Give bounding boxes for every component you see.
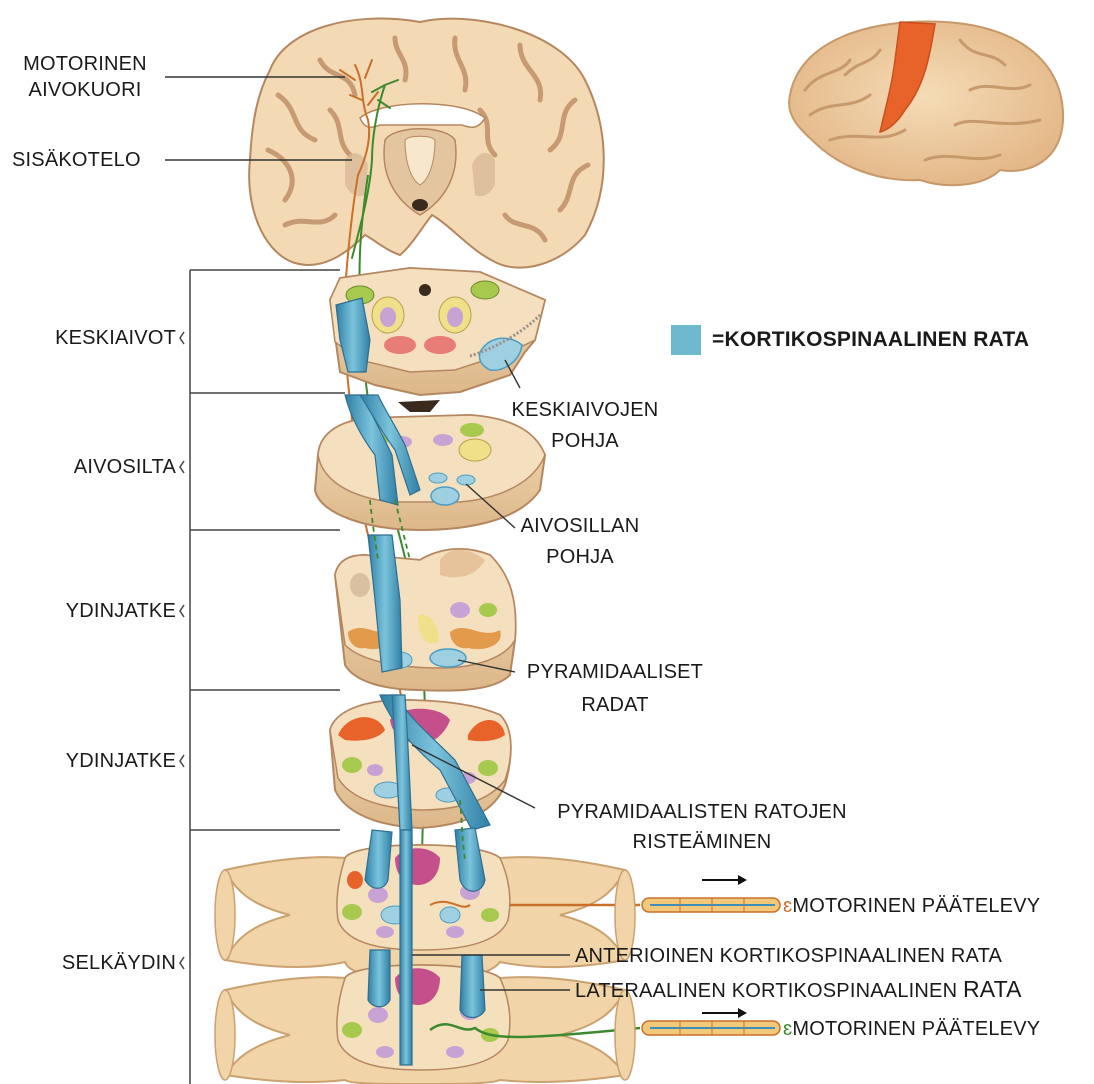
label-pyramids-line2: RADAT bbox=[510, 693, 720, 717]
lateral-brain-view bbox=[789, 22, 1063, 186]
label-basilar-pons-line1: AIVOSILLAN bbox=[515, 514, 645, 538]
label-pyramids-line1: PYRAMIDAALISET bbox=[510, 660, 720, 684]
label-motor-cortex: MOTORINEN AIVOKUORI bbox=[10, 52, 160, 102]
label-spinal-cord: SELKÄYDIN bbox=[20, 951, 176, 975]
label-lateral-tract: LATERAALINEN KORTIKOSPINAALINEN RATA bbox=[575, 977, 1022, 1003]
label-decussation: PYRAMIDAALISTEN RATOJEN RISTEÄMINEN bbox=[532, 800, 872, 854]
end-plate-mark-1: ɛ bbox=[783, 895, 792, 917]
end-plate-fiber-1 bbox=[642, 875, 780, 912]
label-pyramids: PYRAMIDAALISET RADAT bbox=[510, 660, 720, 717]
label-motor-cortex-line1: MOTORINEN bbox=[10, 52, 160, 76]
legend-label: =KORTIKOSPINAALINEN RATA bbox=[712, 328, 1029, 352]
lower-medulla-slice bbox=[330, 700, 511, 828]
end-plate-mark-2: ɛ bbox=[783, 1018, 792, 1040]
legend-swatch bbox=[671, 325, 701, 355]
label-basilar-pons: AIVOSILLAN POHJA bbox=[515, 514, 645, 569]
label-basilar-pons-line2: POHJA bbox=[515, 545, 645, 569]
label-lateral-tract-part-a: LATERAALINEN KORTIKOSPINAALINEN bbox=[575, 980, 963, 1002]
label-cerebral-peduncle-line1: KESKIAIVOJEN bbox=[495, 398, 675, 422]
label-motor-end-plate-1-text: MOTORINEN PÄÄTELEVY bbox=[792, 895, 1040, 917]
label-pons: AIVOSILTA bbox=[20, 455, 176, 479]
label-lateral-tract-part-b: RATA bbox=[963, 976, 1022, 1002]
label-decussation-line1: PYRAMIDAALISTEN RATOJEN bbox=[532, 800, 872, 824]
label-midbrain: KESKIAIVOT bbox=[20, 326, 176, 350]
label-motor-end-plate-1: ɛMOTORINEN PÄÄTELEVY bbox=[783, 894, 1040, 918]
label-motor-end-plate-2: ɛMOTORINEN PÄÄTELEVY bbox=[783, 1017, 1040, 1041]
label-cerebral-peduncle: KESKIAIVOJEN POHJA bbox=[495, 398, 675, 453]
coronal-brain-section bbox=[249, 19, 604, 268]
label-medulla-upper: YDINJATKE bbox=[20, 599, 176, 623]
label-medulla-lower: YDINJATKE bbox=[20, 749, 176, 773]
label-motor-cortex-line2: AIVOKUORI bbox=[10, 78, 160, 102]
label-internal-capsule: SISÄKOTELO bbox=[12, 148, 141, 172]
end-plate-fiber-2 bbox=[642, 1008, 780, 1035]
label-motor-end-plate-2-text: MOTORINEN PÄÄTELEVY bbox=[792, 1018, 1040, 1040]
label-cerebral-peduncle-line2: POHJA bbox=[495, 429, 675, 453]
label-anterior-tract: ANTERIOINEN KORTIKOSPINAALINEN RATA bbox=[575, 944, 1002, 968]
label-decussation-line2: RISTEÄMINEN bbox=[532, 830, 872, 854]
upper-medulla-slice bbox=[335, 549, 516, 691]
